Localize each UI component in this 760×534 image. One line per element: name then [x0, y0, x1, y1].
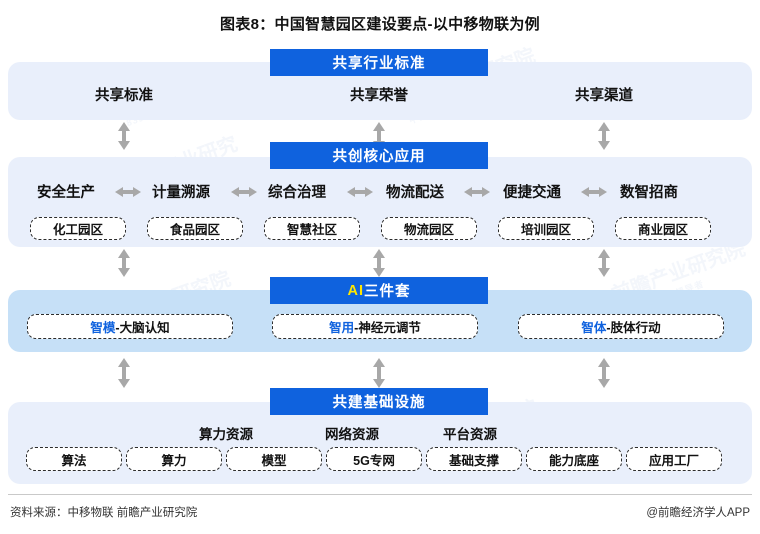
group-label-platform: 平台资源: [443, 427, 497, 442]
infra-box-computing-power[interactable]: 算力: [126, 447, 222, 471]
connector-arrow-up-down-right-2: [598, 249, 610, 277]
park-box-food[interactable]: 食品园区: [147, 217, 243, 240]
app-label-logistics: 物流配送: [386, 185, 444, 201]
connector-arrow-up-down-left-3: [118, 358, 130, 388]
section-core-apps-header-label: 共创核心应用: [332, 149, 426, 165]
ai-box-application-prefix: 智用: [329, 321, 355, 335]
infra-box-basic-support[interactable]: 基础支撑: [426, 447, 522, 471]
ai-box-application[interactable]: 智用-神经元调节: [272, 314, 478, 339]
infra-box-capability-base[interactable]: 能力底座: [526, 447, 622, 471]
section-infrastructure-header[interactable]: 共建基础设施: [270, 388, 488, 415]
app-connector-arrow-5: [581, 187, 607, 197]
app-connector-arrow-3: [347, 187, 373, 197]
section-core-apps-header[interactable]: 共创核心应用: [270, 142, 488, 169]
brand-text: @前瞻经济学人APP: [646, 507, 750, 519]
section-standards-header-label: 共享行业标准: [332, 56, 426, 72]
section-infrastructure-header-label: 共建基础设施: [332, 395, 426, 411]
connector-arrow-up-down-center-2: [373, 249, 385, 277]
source-text: 资料来源：中移物联 前瞻产业研究院: [10, 507, 198, 519]
section-ai-header-accent: AI: [347, 282, 364, 299]
ai-box-body-prefix: 智体: [581, 321, 607, 335]
infra-box-model[interactable]: 模型: [226, 447, 322, 471]
infra-box-application-factory[interactable]: 应用工厂: [626, 447, 722, 471]
park-box-training[interactable]: 培训园区: [498, 217, 594, 240]
footer-divider: [8, 494, 752, 495]
connector-arrow-up-down-right-1: [598, 122, 610, 150]
connector-arrow-up-down-center-3: [373, 358, 385, 388]
ai-box-body-suffix: -肢体行动: [606, 321, 661, 335]
infra-box-5g-network[interactable]: 5G专网: [326, 447, 422, 471]
section-standards-header[interactable]: 共享行业标准: [270, 49, 488, 76]
app-label-investment: 数智招商: [620, 185, 678, 201]
ai-box-model-suffix: -大脑认知: [115, 321, 170, 335]
infra-box-algorithm[interactable]: 算法: [26, 447, 122, 471]
app-label-safety: 安全生产: [37, 185, 95, 201]
connector-arrow-up-down-left-1: [118, 122, 130, 150]
park-box-chemical[interactable]: 化工园区: [30, 217, 126, 240]
label-shared-honor: 共享荣誉: [350, 88, 408, 104]
app-connector-arrow-4: [464, 187, 490, 197]
ai-box-body[interactable]: 智体-肢体行动: [518, 314, 724, 339]
app-label-metering: 计量溯源: [152, 185, 210, 201]
group-label-compute: 算力资源: [199, 427, 253, 442]
ai-box-application-suffix: -神经元调节: [354, 321, 421, 335]
park-box-commercial[interactable]: 商业园区: [615, 217, 711, 240]
connector-arrow-up-down-left-2: [118, 249, 130, 277]
page-title: 图表8：中国智慧园区建设要点-以中移物联为例: [220, 16, 540, 33]
park-box-logistics[interactable]: 物流园区: [381, 217, 477, 240]
ai-box-model-prefix: 智模: [90, 321, 116, 335]
app-label-transport: 便捷交通: [503, 185, 561, 201]
park-box-smart-community[interactable]: 智慧社区: [264, 217, 360, 240]
label-shared-standard: 共享标准: [95, 88, 153, 104]
app-connector-arrow-1: [115, 187, 141, 197]
section-ai-header-rest: 三件套: [364, 284, 411, 300]
app-connector-arrow-2: [231, 187, 257, 197]
app-label-governance: 综合治理: [268, 185, 326, 201]
connector-arrow-up-down-right-3: [598, 358, 610, 388]
ai-box-model[interactable]: 智模-大脑认知: [27, 314, 233, 339]
group-label-network: 网络资源: [325, 427, 379, 442]
label-shared-channel: 共享渠道: [575, 88, 633, 104]
